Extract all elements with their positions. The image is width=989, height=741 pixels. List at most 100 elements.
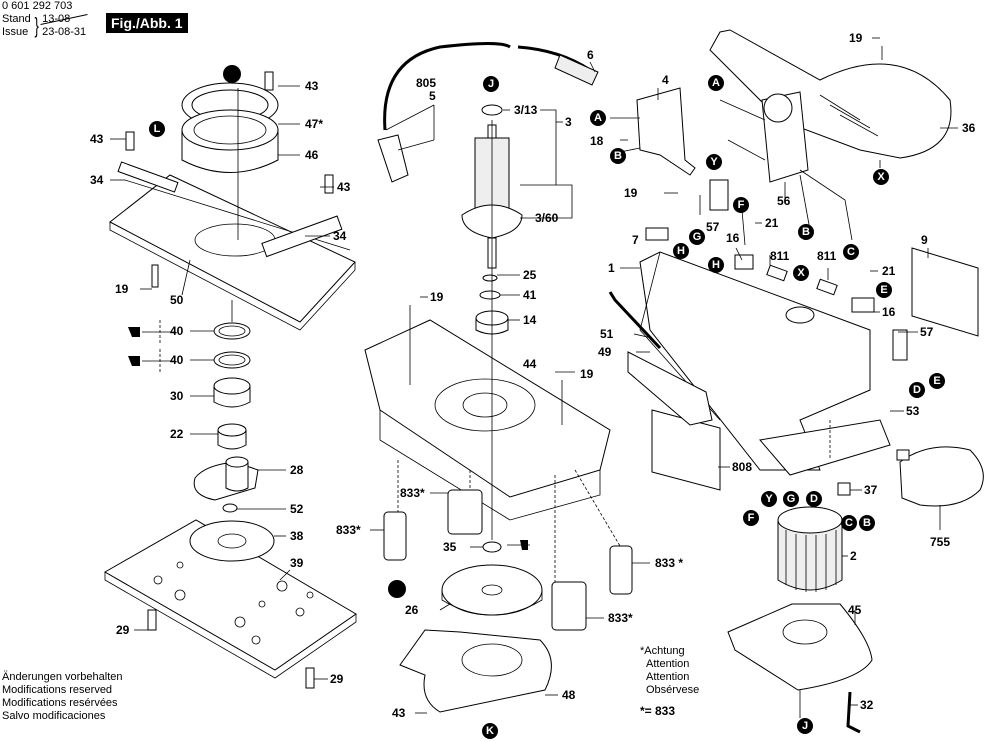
part-bearings-40-30-22 <box>213 322 251 450</box>
callout-5: 5 <box>429 89 436 103</box>
callout-16: 16 <box>726 231 740 245</box>
callout-808: 808 <box>732 460 752 474</box>
issue-date: 23-08-31 <box>42 26 87 38</box>
callout-56: 56 <box>777 194 791 208</box>
notice-line: Modifications reserved <box>2 684 113 696</box>
callout-40: 40 <box>170 324 184 338</box>
svg-text:E: E <box>933 375 940 387</box>
attention-note: *Achtung Attention Attention Obsérvese *… <box>640 645 699 718</box>
svg-text:J: J <box>802 720 808 732</box>
marker-a: A <box>590 110 606 126</box>
svg-text:H: H <box>677 245 685 257</box>
callout-19: 19 <box>624 186 638 200</box>
svg-text:F: F <box>738 199 745 211</box>
notice-line: Modifications resérvées <box>2 697 118 709</box>
callout-43: 43 <box>90 132 104 146</box>
marker-y: Y <box>761 491 777 507</box>
marker-f: F <box>743 510 759 526</box>
callout-39: 39 <box>290 556 304 570</box>
marker-x: X <box>793 265 809 281</box>
callout-19: 19 <box>430 290 444 304</box>
document-header: 0 601 292 703 Stand Issue } 13-08 23-08-… <box>2 0 86 39</box>
svg-text:C: C <box>845 517 853 529</box>
callout-43: 43 <box>392 706 406 720</box>
part-handle-cover-36 <box>709 29 952 159</box>
callout-50: 50 <box>170 293 184 307</box>
callout-36: 36 <box>962 121 976 135</box>
note-line: Obsérvese <box>646 684 700 696</box>
marker-a: A <box>708 75 724 91</box>
part-housing-44 <box>364 319 611 521</box>
callout-46: 46 <box>305 148 319 162</box>
marker-b: B <box>610 148 626 164</box>
figure-label: Fig./Abb. 1 <box>106 13 188 33</box>
part-brushes-811-16 <box>645 179 908 361</box>
marker-e: E <box>876 282 892 298</box>
callout-18: 18 <box>590 134 604 148</box>
callout-833: 833 * <box>655 556 683 570</box>
stand-label: Stand <box>2 13 31 25</box>
svg-text:Y: Y <box>765 493 773 505</box>
callout-833: 833* <box>608 611 633 625</box>
marker-h: H <box>708 257 724 273</box>
marker-j: J <box>483 76 499 92</box>
callout-52: 52 <box>290 502 304 516</box>
callout-29: 29 <box>330 672 344 686</box>
callout-833: 833* <box>336 523 361 537</box>
part-dust-adapter-755 <box>896 446 984 507</box>
callout-40: 40 <box>170 353 184 367</box>
callout-57: 57 <box>706 220 720 234</box>
svg-text:F: F <box>748 512 755 524</box>
svg-text:D: D <box>810 493 818 505</box>
marker-j: J <box>797 718 813 734</box>
marker-l: L <box>149 121 165 137</box>
connection-markers: L J A A B Y X F B C G H H X E D E Y G D … <box>149 65 945 739</box>
note-line: Attention <box>646 658 690 670</box>
svg-text:G: G <box>787 493 796 505</box>
part-end-cover-45 <box>727 603 873 691</box>
callout-21: 21 <box>765 216 779 230</box>
callout-34: 34 <box>333 229 347 243</box>
callout-19: 19 <box>115 282 129 296</box>
part-bellows-833 <box>383 489 633 631</box>
svg-text:L: L <box>154 123 161 135</box>
svg-text:A: A <box>712 77 720 89</box>
modification-notice: Änderungen vorbehalten Modifications res… <box>2 671 122 723</box>
callout-9: 9 <box>921 233 928 247</box>
svg-text:C: C <box>847 246 855 258</box>
svg-text:K: K <box>486 725 494 737</box>
dashed-lines <box>397 420 831 582</box>
svg-text:B: B <box>802 226 810 238</box>
callout-19: 19 <box>849 31 863 45</box>
marker-g: G <box>689 229 705 245</box>
marker-d: D <box>909 382 925 398</box>
callout-29: 29 <box>116 623 130 637</box>
revision-block: Stand Issue } 13-08 23-08-31 <box>2 13 86 39</box>
brace-icon: } <box>34 13 39 38</box>
callout-43: 43 <box>337 180 351 194</box>
marker-b: B <box>798 224 814 240</box>
svg-text:J: J <box>488 78 494 90</box>
callout-833: 833* <box>400 486 425 500</box>
callout-6: 6 <box>587 48 594 62</box>
callout-3-13: 3/13 <box>514 103 538 117</box>
callout-1: 1 <box>608 261 615 275</box>
callout-51: 51 <box>600 327 614 341</box>
marker-x: X <box>873 169 889 185</box>
callout-3-60: 3/60 <box>535 211 559 225</box>
callout-25: 25 <box>523 268 537 282</box>
document-number: 0 601 292 703 <box>2 0 73 12</box>
callout-53: 53 <box>906 404 920 418</box>
part-fan-housing-48 <box>399 629 552 713</box>
part-sanding-plate-39 <box>103 519 357 679</box>
part-power-cable-5 <box>377 42 599 183</box>
callout-38: 38 <box>290 529 304 543</box>
notice-line: Salvo modificaciones <box>2 710 106 722</box>
issue-label: Issue <box>2 26 29 38</box>
svg-text:A: A <box>594 112 602 124</box>
part-small-pieces <box>837 482 861 734</box>
callout-26: 26 <box>405 603 419 617</box>
svg-text:E: E <box>880 284 887 296</box>
svg-text:B: B <box>863 517 871 529</box>
